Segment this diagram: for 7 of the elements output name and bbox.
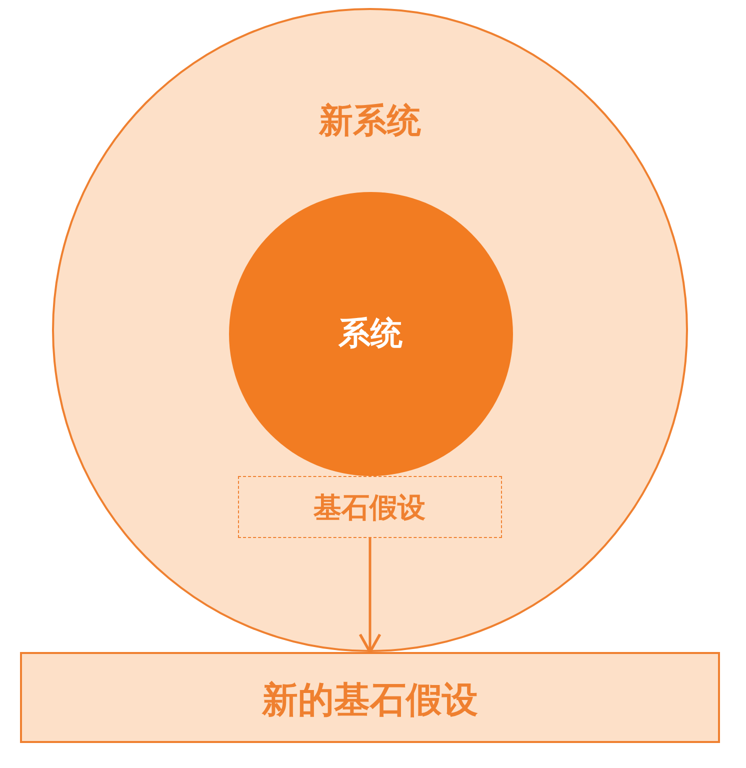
node-label: 新的基石假设 (260, 679, 479, 723)
node-label: 系统 (338, 312, 404, 354)
node-label: 基石假设 (312, 490, 426, 526)
dashed-box (238, 476, 502, 538)
arrow (358, 538, 382, 654)
bottom-box (20, 652, 720, 743)
node-label: 新系统 (318, 100, 422, 143)
